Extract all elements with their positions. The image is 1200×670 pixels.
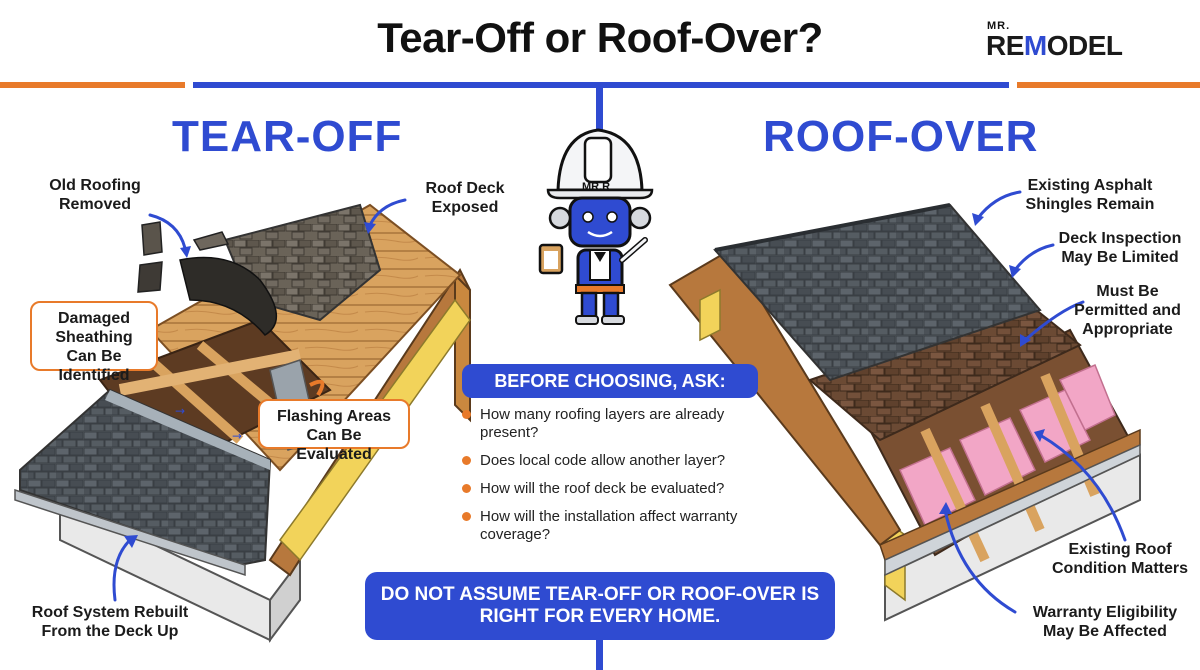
bullet-dot-icon [462,456,471,465]
label-warranty-eligibility: Warranty Eligibility May Be Affected [1032,604,1178,640]
warning-text: DO NOT ASSUME TEAR-OFF OR ROOF-OVER IS R… [380,584,820,627]
label-roof-condition: Existing Roof Condition Matters [1052,541,1188,577]
question-item: How will the roof deck be evaluated? [460,480,780,498]
svg-text:→: → [175,404,185,418]
bullet-dot-icon [462,410,471,419]
mascot-helmet-label: MR.R [581,181,611,193]
bullet-dot-icon [462,512,471,521]
roof-over-heading: ROOF-OVER [763,112,1039,161]
logo-house-o: M [1023,30,1047,61]
pointer-arrows [112,190,1127,614]
callout-flashing-areas: Flashing Areas Can Be Evaluated [258,399,410,463]
tear-off-heading: TEAR-OFF [172,112,403,161]
question-item: How many roofing layers are already pres… [460,406,780,442]
label-deck-inspection: Deck Inspection May Be Limited [1058,230,1182,266]
callout-damaged-sheathing: Damaged Sheathing Can Be Identified [30,301,158,384]
brand-logo: REMODEL [986,30,1123,62]
bullet-dot-icon [462,484,471,493]
tear-off-roof: → → [14,203,472,643]
before-choosing-banner: BEFORE CHOOSING, ASK: [462,364,758,398]
page-title: Tear-Off or Roof-Over? [377,14,823,61]
logo-part-2: ODEL [1046,30,1123,61]
logo-prefix: MR. [987,20,1011,32]
label-must-be-permitted: Must Be Permitted and Appropriate [1074,283,1181,338]
question-list: How many roofing layers are already pres… [460,406,780,554]
question-item: Does local code allow another layer? [460,452,780,470]
label-existing-shingles: Existing Asphalt Shingles Remain [1025,177,1155,213]
roof-over-roof [668,203,1141,622]
label-old-roofing-removed: Old Roofing Removed [49,177,141,213]
svg-text:→: → [232,429,242,443]
label-roof-deck-exposed: Roof Deck Exposed [425,180,505,216]
question-item: How will the installation affect warrant… [460,508,780,544]
warning-banner: DO NOT ASSUME TEAR-OFF OR ROOF-OVER IS R… [365,572,835,640]
mascot-robot [538,128,654,325]
label-roof-system-rebuilt: Roof System Rebuilt From the Deck Up [31,604,189,640]
logo-part-1: RE [986,30,1024,61]
